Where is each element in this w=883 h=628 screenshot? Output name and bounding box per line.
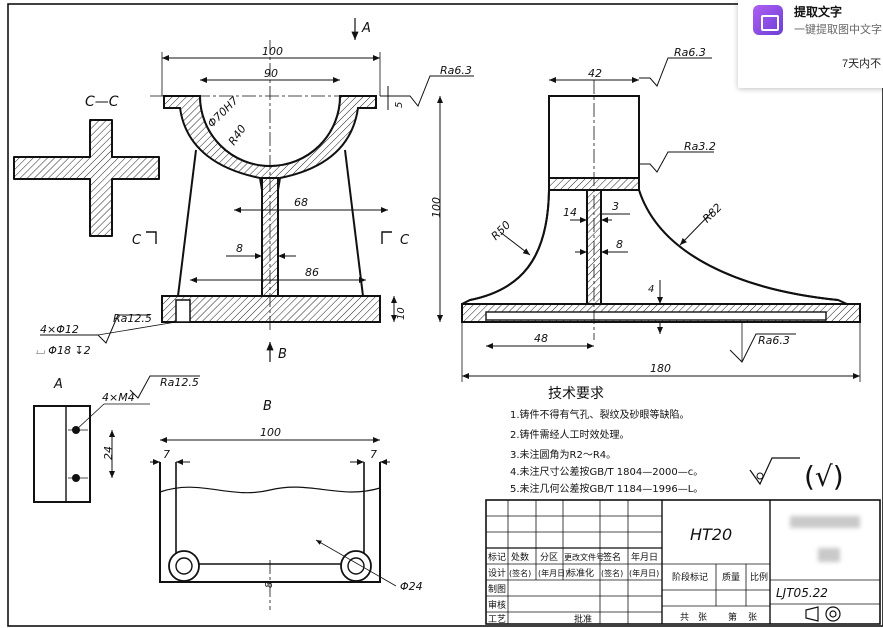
leg-left <box>177 149 197 297</box>
tb-r1-c2: 处数 <box>511 551 529 563</box>
ra-holes: Ra12.5 <box>113 312 152 325</box>
side-ra-top: Ra6.3 <box>674 46 706 59</box>
tech-requirements: 技术要求 1.铸件不得有气孔、裂纹及砂眼等缺陷。 2.铸件需经人工时效处理。 3… <box>510 386 844 495</box>
side-dim-42: 42 <box>588 67 602 80</box>
view-b-dim-7-left: 7 <box>163 448 170 461</box>
tb-r2-c6: (年月日) <box>629 568 659 578</box>
popup-title: 提取文字 <box>794 5 843 19</box>
tech-item-4: 4.未注尺寸公差按GB/T 1804—2000—c。 <box>510 465 703 478</box>
tb-weight: 质量 <box>722 571 740 583</box>
dim-90: 90 <box>264 67 278 80</box>
tech-item-5: 5.未注几何公差按GB/T 1184—1996—L。 <box>510 482 703 495</box>
view-b-label: B <box>263 399 272 414</box>
cut-c-right: C <box>400 233 410 248</box>
tb-drawing-no: LJT05.22 <box>776 586 828 600</box>
side-r82: R82 <box>700 201 724 225</box>
cross-section-shape <box>13 119 160 237</box>
tb-sheet-no: 第 <box>728 611 737 623</box>
tb-r2-c3: (年月日) <box>538 568 568 578</box>
side-dim-100: 100 <box>430 197 443 218</box>
tb-left-3: 工艺 <box>488 614 506 625</box>
ra-top: Ra6.3 <box>440 64 472 77</box>
tb-stage: 阶段标记 <box>672 571 708 583</box>
extract-text-icon <box>753 5 783 35</box>
tb-r1-c4: 更改文件号 <box>564 552 604 562</box>
tb-r2-c2: (签名) <box>509 568 531 578</box>
section-cc-label: C—C <box>85 94 119 110</box>
popup-note[interactable]: 7天内不 <box>842 58 882 70</box>
tb-r1-c1: 标记 <box>488 551 506 563</box>
dim-10: 10 <box>396 307 407 320</box>
surface-general: (√) <box>804 460 844 493</box>
tb-material: HT20 <box>690 525 732 544</box>
base-section <box>161 295 381 323</box>
tb-r1-c3: 分区 <box>540 552 558 563</box>
dim-68: 68 <box>294 196 308 209</box>
tb-approve: 批准 <box>574 613 592 625</box>
side-dim-8: 8 <box>616 238 623 251</box>
side-dim-4: 4 <box>648 284 654 295</box>
extract-text-popup[interactable]: 提取文字 一键提取图中文字 7天内不 <box>738 0 883 88</box>
side-dim-3: 3 <box>612 200 619 213</box>
side-dim-180: 180 <box>650 362 671 375</box>
redacted-block <box>790 516 860 528</box>
arrow-b-label: B <box>278 347 287 362</box>
side-dim-14: 14 <box>563 206 577 219</box>
side-ra-mid: Ra3.2 <box>684 140 716 153</box>
holes-callout: 4×Φ12 <box>40 323 79 336</box>
arrow-a-label: A <box>361 21 371 36</box>
view-b-dim-8: 8 <box>264 582 275 588</box>
drawing-frame <box>7 3 883 627</box>
tb-sheets-total: 共 <box>680 612 689 623</box>
side-ra-bottom: Ra6.3 <box>758 334 790 347</box>
tech-title: 技术要求 <box>548 386 604 402</box>
view-a-label: A <box>53 377 63 392</box>
section-cc: C—C <box>13 94 160 237</box>
tb-r2-c5: (签名) <box>601 568 623 578</box>
view-a-thread: 4×M4 <box>102 391 135 404</box>
tb-left-1: 制图 <box>488 583 506 595</box>
tb-r1-c6: 年月日 <box>631 551 658 563</box>
tech-item-2: 2.铸件需经人工时效处理。 <box>510 428 630 441</box>
view-a: A 24 4×M4 Ra12.5 <box>33 375 200 503</box>
tb-r2-c4: 标准化 <box>567 567 594 579</box>
side-view: 42 100 14 3 8 4 48 180 R50 R82 Ra6.3 Ra3… <box>430 46 861 382</box>
dim-86: 86 <box>305 266 319 279</box>
counterbore-callout: ⌴ Φ18 ↧2 <box>36 344 91 357</box>
cut-c-left: C <box>132 233 142 248</box>
tech-item-3: 3.未注圆角为R2～R4。 <box>510 448 616 461</box>
view-a-ra: Ra12.5 <box>160 376 199 389</box>
view-b-dim-100: 100 <box>260 426 281 439</box>
front-view: 100 90 Φ70H7 R40 68 8 86 5 10 Ra6.3 Ra12… <box>36 18 474 362</box>
side-body-outline <box>461 189 861 323</box>
leg-right <box>344 149 364 297</box>
tb-scale: 比例 <box>750 571 768 583</box>
tb-left-2: 审核 <box>488 599 506 611</box>
tb-sheet-word: 张 <box>748 612 757 623</box>
dim-5: 5 <box>394 102 405 108</box>
tb-sheets-word: 张 <box>698 612 707 623</box>
base-hole-left <box>175 299 191 323</box>
view-b-dia-24: Φ24 <box>400 580 423 593</box>
tb-r2-c1: 设计 <box>488 567 506 579</box>
view-a-dim-24: 24 <box>102 446 115 460</box>
side-dim-48: 48 <box>534 332 548 345</box>
view-b-dim-7-right: 7 <box>370 448 377 461</box>
tech-item-1: 1.铸件不得有气孔、裂纹及砂眼等缺陷。 <box>510 408 690 421</box>
redacted-block <box>818 548 840 562</box>
projection-symbol-icon <box>805 606 841 622</box>
popup-subtitle: 一键提取图中文字 <box>794 24 882 36</box>
tb-r1-c5: 签名 <box>603 551 621 563</box>
dim-8: 8 <box>236 242 243 255</box>
view-b: B 100 7 7 8 Φ24 <box>150 399 423 610</box>
dim-100: 100 <box>262 45 283 58</box>
